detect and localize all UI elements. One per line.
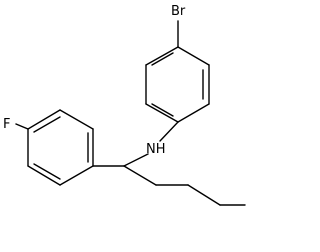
fluorine-label: F xyxy=(3,117,10,132)
butyl-bond-3 xyxy=(187,184,221,206)
bromophenyl-ring xyxy=(145,46,210,123)
fluorophenyl-ring xyxy=(27,109,94,186)
bromine-label: Br xyxy=(171,4,186,19)
structure-diagram: Br F NH xyxy=(3,4,246,206)
chain-bonds xyxy=(15,20,246,206)
fluoro-bond xyxy=(15,123,29,130)
amine-label: NH xyxy=(146,142,166,157)
n-ch-bond xyxy=(123,153,149,167)
butyl-bond-1 xyxy=(123,165,157,186)
ring-n-bond xyxy=(159,121,179,142)
